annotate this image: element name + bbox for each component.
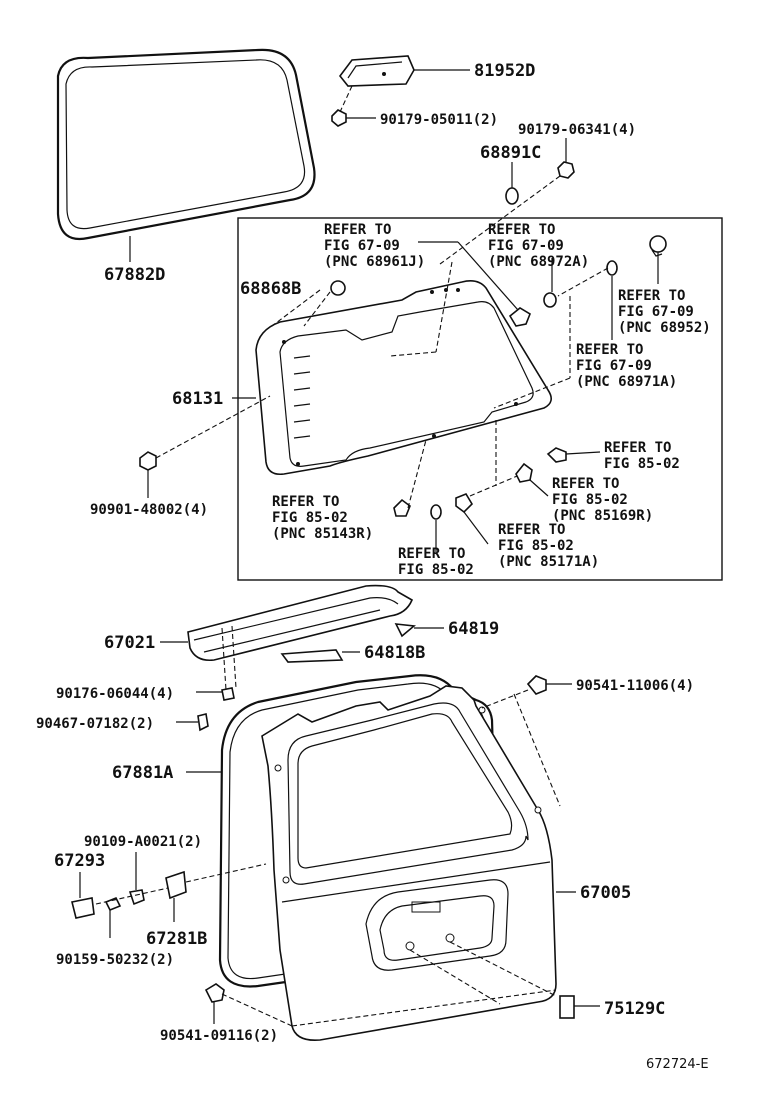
detail-box <box>237 217 723 581</box>
label-90176-06044: 90176-06044(4) <box>56 686 174 702</box>
svg-text:(PNC 68961J): (PNC 68961J) <box>324 254 425 270</box>
svg-text:REFER TO: REFER TO <box>488 222 555 238</box>
label-90109-A0021: 90109-A0021(2) <box>84 834 202 850</box>
label-67005: 67005 <box>580 883 631 903</box>
cushion-90541-11006 <box>526 675 547 695</box>
label-67881A: 67881A <box>112 763 173 783</box>
wiper-bolt <box>508 307 531 327</box>
figure-id: 672724-E <box>646 1057 709 1072</box>
label-90159-50232: 90159-50232(2) <box>56 952 174 968</box>
label-67281B: 67281B <box>146 929 207 949</box>
lamp-socket-85171A <box>455 493 474 514</box>
svg-text:REFER TO: REFER TO <box>604 440 671 456</box>
svg-text:(PNC 85169R): (PNC 85169R) <box>552 508 653 524</box>
plug-75129C <box>559 995 575 1019</box>
svg-text:FIG 85-02: FIG 85-02 <box>272 510 348 526</box>
svg-text:FIG 85-02: FIG 85-02 <box>498 538 574 554</box>
svg-text:REFER TO: REFER TO <box>272 494 339 510</box>
label-90467-07182: 90467-07182(2) <box>36 716 154 732</box>
washer-nozzle <box>546 447 567 463</box>
refer-68971A: REFER TO FIG 67-09 (PNC 68971A) <box>576 342 677 390</box>
label-75129C: 75129C <box>604 999 665 1019</box>
wiper-cap <box>649 235 667 257</box>
refer-85143R: REFER TO FIG 85-02 (PNC 85143R) <box>272 494 373 542</box>
back-door-panel <box>261 685 557 1042</box>
svg-text:REFER TO: REFER TO <box>398 546 465 562</box>
label-64819: 64819 <box>448 619 499 639</box>
svg-text:(PNC 68972A): (PNC 68972A) <box>488 254 589 270</box>
bolt-90901-48002 <box>139 451 157 471</box>
refer-85-02-b: REFER TO FIG 85-02 <box>398 546 474 578</box>
nut-90179-06341 <box>557 161 575 179</box>
svg-text:REFER TO: REFER TO <box>498 522 565 538</box>
label-90541-09116: 90541-09116(2) <box>160 1028 278 1044</box>
svg-text:FIG 67-09: FIG 67-09 <box>576 358 652 374</box>
svg-text:REFER TO: REFER TO <box>576 342 643 358</box>
stop-lamp-cover <box>338 55 415 87</box>
label-68868B: 68868B <box>240 279 301 299</box>
svg-text:FIG 67-09: FIG 67-09 <box>324 238 400 254</box>
svg-text:FIG 67-09: FIG 67-09 <box>488 238 564 254</box>
label-67021: 67021 <box>104 633 155 653</box>
label-90901-48002: 90901-48002(4) <box>90 502 208 518</box>
screw-90159-50232 <box>104 896 122 912</box>
washer-68891C <box>505 187 519 205</box>
svg-text:FIG 85-02: FIG 85-02 <box>398 562 474 578</box>
bolt-90109-A0021 <box>128 889 145 906</box>
washer-68868B <box>330 280 346 296</box>
label-67293: 67293 <box>54 851 105 871</box>
label-68131: 68131 <box>172 389 223 409</box>
refer-85171A: REFER TO FIG 85-02 (PNC 85171A) <box>498 522 599 570</box>
lamp-socket-85169R <box>515 462 533 483</box>
svg-text:(PNC 85171A): (PNC 85171A) <box>498 554 599 570</box>
wiper-grommet <box>606 260 618 276</box>
svg-text:(PNC 85143R): (PNC 85143R) <box>272 526 373 542</box>
lamp-socket-85143R <box>393 498 411 517</box>
back-door-glass-weatherstrip <box>56 48 316 241</box>
clip-90467-07182 <box>197 713 209 732</box>
label-67882D: 67882D <box>104 265 165 285</box>
svg-text:FIG 85-02: FIG 85-02 <box>552 492 628 508</box>
label-90179-05011: 90179-05011(2) <box>380 112 498 128</box>
svg-text:REFER TO: REFER TO <box>324 222 391 238</box>
label-64818B: 64818B <box>364 643 425 663</box>
wiper-nut <box>543 292 557 308</box>
refer-68952: REFER TO FIG 67-09 (PNC 68952) <box>618 288 711 336</box>
svg-text:REFER TO: REFER TO <box>552 476 619 492</box>
refer-85-02-a: REFER TO FIG 85-02 <box>604 440 680 472</box>
handle-67293 <box>71 897 95 919</box>
refer-85169R: REFER TO FIG 85-02 (PNC 85169R) <box>552 476 653 524</box>
lamp-bulb <box>430 504 442 520</box>
label-90541-11006: 90541-11006(4) <box>576 678 694 694</box>
back-window-glass <box>255 280 552 476</box>
svg-text:(PNC 68952): (PNC 68952) <box>618 320 711 336</box>
label-90179-06341: 90179-06341(4) <box>518 122 636 138</box>
svg-text:REFER TO: REFER TO <box>618 288 685 304</box>
cushion-90541-09116 <box>204 983 225 1003</box>
svg-text:FIG 67-09: FIG 67-09 <box>618 304 694 320</box>
label-81952D: 81952D <box>474 61 535 81</box>
svg-text:FIG 85-02: FIG 85-02 <box>604 456 680 472</box>
svg-text:(PNC 68971A): (PNC 68971A) <box>576 374 677 390</box>
refer-68961J: REFER TO FIG 67-09 (PNC 68961J) <box>324 222 425 270</box>
emblem-64819 <box>394 623 416 638</box>
spoiler-pad <box>280 649 344 663</box>
clip-90179-05011 <box>331 109 347 127</box>
label-68891C: 68891C <box>480 143 541 163</box>
refer-68972A: REFER TO FIG 67-09 (PNC 68972A) <box>488 222 589 270</box>
clip-90176-06044 <box>221 687 235 701</box>
bracket-67281B <box>165 870 187 900</box>
